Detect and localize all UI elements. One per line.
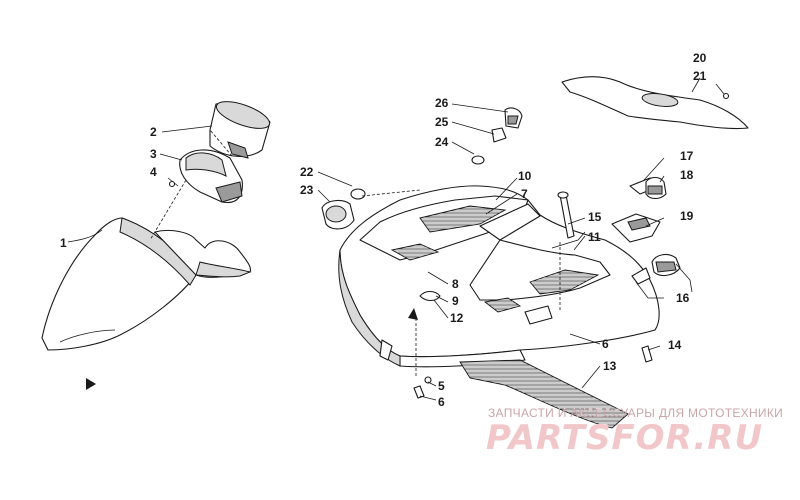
callout-24: 24 [435,135,449,149]
callout-25: 25 [435,115,449,129]
gauge-bracket-part [179,149,243,204]
direction-arrows [86,308,418,390]
callout-labels: 1 2 3 4 5 6 6 7 8 9 10 11 12 13 14 15 16… [60,51,707,409]
callout-19: 19 [680,209,694,223]
callout-1: 1 [60,236,67,250]
leader-lines [67,77,701,401]
switch-22-23-part [321,188,366,230]
callout-5: 5 [438,379,445,393]
callout-23: 23 [300,183,314,197]
callout-20: 20 [693,51,707,65]
callout-6-lower: 6 [438,395,445,409]
callout-14: 14 [668,338,682,352]
callout-26: 26 [435,96,449,110]
watermark-logo: PARTSFOR.RU [486,418,764,458]
arrow-icon-left [86,378,96,390]
callout-8: 8 [452,277,459,291]
watermark-tagline: ЗАПЧАСТИ И АКСЕССУАРЫ ДЛЯ МОТОТЕХНИКИ [488,406,784,420]
switch-16-part [631,253,693,299]
callout-10: 10 [518,169,532,183]
callout-16: 16 [676,291,690,305]
bolt-15-part [557,191,575,239]
callout-13: 13 [603,359,617,373]
gauge-part [209,101,271,159]
callout-11: 11 [588,230,601,244]
callout-15: 15 [588,210,602,224]
callout-9: 9 [452,294,459,308]
fastener-5-6-part [413,376,432,399]
screw-14-part [641,345,653,363]
screw-4-part [167,177,179,188]
arrow-icon-center [408,308,418,320]
bottom-pan-part [459,359,629,429]
rear-trim-part [561,76,749,130]
callout-6-right: 6 [602,337,609,351]
callout-21: 21 [693,69,707,83]
callout-17: 17 [680,149,694,163]
windshield-part [41,217,252,351]
callout-12: 12 [450,311,464,325]
callout-2: 2 [150,125,157,139]
switch-24-26-part [471,107,523,165]
hood-panel-part [338,185,660,368]
callout-7: 7 [521,187,528,201]
callout-3: 3 [150,147,157,161]
callout-18: 18 [680,168,694,182]
accessory-17-19-part [611,176,667,243]
callout-4: 4 [150,165,157,179]
callout-22: 22 [300,165,314,179]
